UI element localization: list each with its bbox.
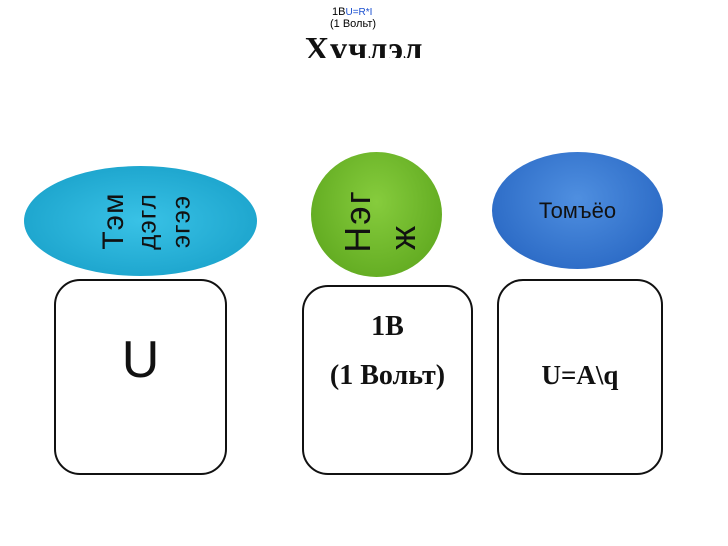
formula-ellipse [492, 152, 663, 269]
symbol-label-line-1: Тэм [97, 192, 130, 250]
unit-label-line-1: Нэг [337, 189, 378, 253]
formula-box [497, 279, 663, 475]
unit-value-line-1: 1В [371, 311, 404, 342]
unit-ellipse [311, 152, 442, 277]
formula-label: Томъёо [538, 198, 617, 223]
unit-value-line-2: (1 Вольт) [329, 360, 446, 391]
unit-label-line-2: ж [382, 225, 423, 251]
symbol-label-line-3: эгээ [165, 194, 196, 249]
top-note-volt: 1В [332, 6, 346, 18]
symbol-box [54, 279, 227, 475]
top-note: 1ВU=R*I [332, 6, 372, 18]
symbol-value: U [121, 331, 160, 389]
top-note-formula: U=R*I [345, 7, 373, 18]
symbol-ellipse [24, 166, 257, 276]
formula-value: U=A\q [541, 360, 619, 390]
unit-box [302, 285, 473, 475]
top-note-subtitle: (1 Вольт) [330, 18, 377, 30]
page-title: Хүчлэл [304, 31, 424, 58]
symbol-label-line-2: дэгл [131, 193, 162, 250]
